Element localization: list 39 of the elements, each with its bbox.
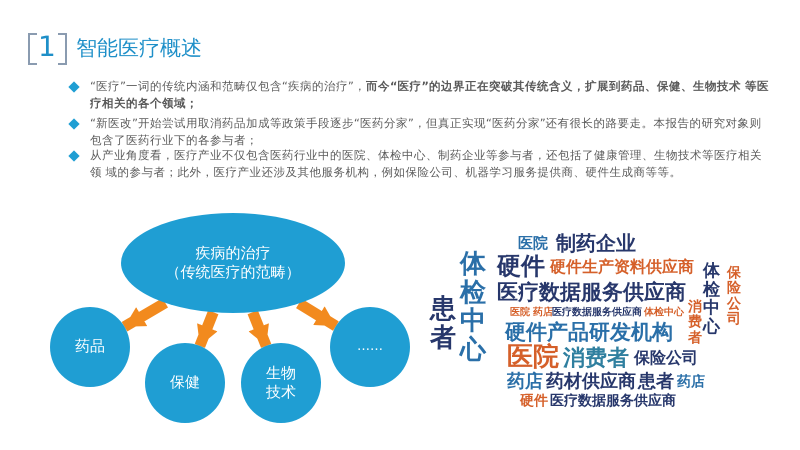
word-cloud-word: 医疗数据服务供应商	[550, 394, 676, 409]
word-cloud-word: 药店	[533, 308, 553, 318]
node-label: 药品	[75, 337, 105, 357]
block-arrow	[248, 310, 272, 348]
slide-title: 智能医疗概述	[76, 35, 202, 62]
word-cloud-word: 患者	[430, 295, 456, 352]
word-cloud-word: 制药企业	[556, 233, 636, 254]
word-cloud-word: 消费者	[563, 347, 629, 370]
word-cloud-word: 药材供应商	[546, 373, 636, 392]
bullet-text: “医疗”一词的传统内涵和范畴仅包含“疾病的治疗”，而今“医疗”的边界正在突破其传统含义，扩展到药品、保健、生物技术 等医疗相关的各个领域；	[90, 78, 770, 112]
node-label: 生物技术	[265, 364, 297, 402]
word-cloud-word: 医院	[507, 344, 559, 372]
block-arrow	[296, 298, 339, 331]
word-cloud-word: 药店	[677, 375, 705, 390]
section-number: 1	[38, 30, 56, 64]
word-cloud-word: 医疗数据服务供应商	[552, 308, 642, 318]
word-cloud-word: 体检中心	[460, 250, 486, 364]
word-cloud-word: 医院	[518, 236, 548, 252]
node-label: 保健	[170, 373, 200, 393]
word-cloud-word: 硬件产品研发机构	[505, 321, 673, 344]
word-cloud-word: 体检中心	[703, 262, 720, 337]
word-cloud-word: 医院	[510, 308, 530, 318]
block-arrow	[122, 298, 168, 332]
bullet-text: “新医改”开始尝试用取消药品加成等政策手段逐步“医药分家”，但真正实现“医药分家”还有很长的路要走。本报告的研究对象则包含了医药行业下的各参与者；	[90, 115, 763, 149]
word-cloud-word: 保险公司	[727, 266, 741, 328]
word-cloud-word: 药店	[507, 373, 543, 392]
word-cloud-word: 保险公司	[634, 350, 698, 367]
word-cloud-word: 消费者	[688, 300, 702, 346]
bullet-text: 从产业角度看，医疗产业不仅包含医药行业中的医院、体检中心、制药企业等参与者，还包括了健康管理、生物技术等医疗相关领 域的参与者；此外，医疗产业还涉及其他服务机构，例如保险公司、机器学习服务提供商、硬件生成商等等。	[90, 147, 763, 181]
word-cloud-word: 患者	[638, 373, 674, 392]
node-label: （传统医疗的范畴）	[166, 263, 300, 282]
word-cloud-word: 硬件	[520, 394, 548, 409]
word-cloud-word: 硬件	[497, 254, 545, 280]
word-cloud-word: 硬件生产资料供应商	[550, 259, 694, 276]
word-cloud-word: 医疗数据服务供应商	[497, 281, 686, 304]
block-arrow	[194, 310, 218, 348]
node-label: ……	[357, 338, 383, 356]
word-cloud-word: 体检中心	[644, 308, 684, 318]
node-label: 疾病的治疗	[196, 244, 270, 263]
